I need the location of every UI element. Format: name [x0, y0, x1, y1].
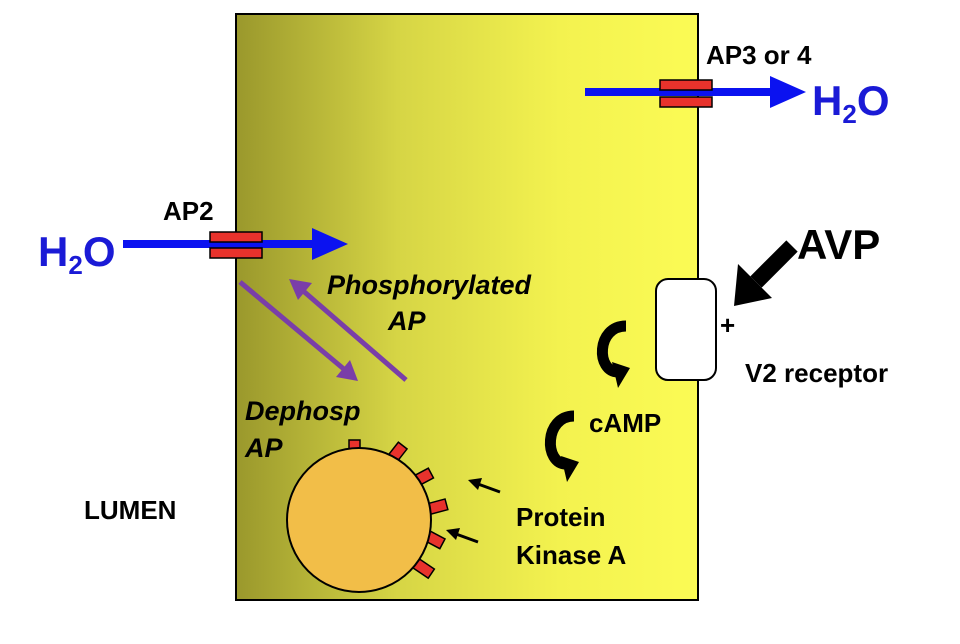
ap2-label: AP2: [163, 196, 214, 226]
avp-arrow-icon: [734, 240, 798, 306]
h2o-right-label: H2O: [812, 77, 889, 129]
camp-curved-arrow-icon: [597, 320, 630, 388]
pka-action-arrow-upper: [468, 478, 501, 494]
water-arrow-left: [123, 228, 348, 260]
dephosphorylation-arrow: [238, 280, 358, 381]
vesicle: [286, 439, 449, 593]
pka-curved-arrow-icon: [545, 410, 579, 482]
ap3or4-label: AP3 or 4: [706, 40, 812, 70]
pka-label-line2: Kinase A: [516, 540, 627, 570]
v2-receptor-label: V2 receptor: [745, 358, 888, 388]
dephosp-label-line2: AP: [244, 433, 283, 463]
pka-label-line1: Protein: [516, 502, 606, 532]
water-arrow-right: [585, 76, 806, 108]
h2o-left-label: H2O: [38, 228, 115, 280]
phosphorylated-label-line2: AP: [387, 306, 426, 336]
phosphorylated-label-line1: Phosphorylated: [327, 270, 532, 300]
pka-action-arrow-lower: [446, 528, 479, 544]
dephosp-label-line1: Dephosp: [245, 396, 361, 426]
lumen-label: LUMEN: [84, 495, 176, 525]
phosphorylation-arrow: [289, 279, 408, 382]
ap2-channel: [209, 231, 263, 259]
plus-sign: +: [720, 310, 735, 340]
avp-label: AVP: [797, 221, 880, 268]
v2-receptor-box: [655, 278, 717, 381]
camp-label: cAMP: [589, 408, 661, 438]
ap3-channel: [659, 79, 713, 108]
